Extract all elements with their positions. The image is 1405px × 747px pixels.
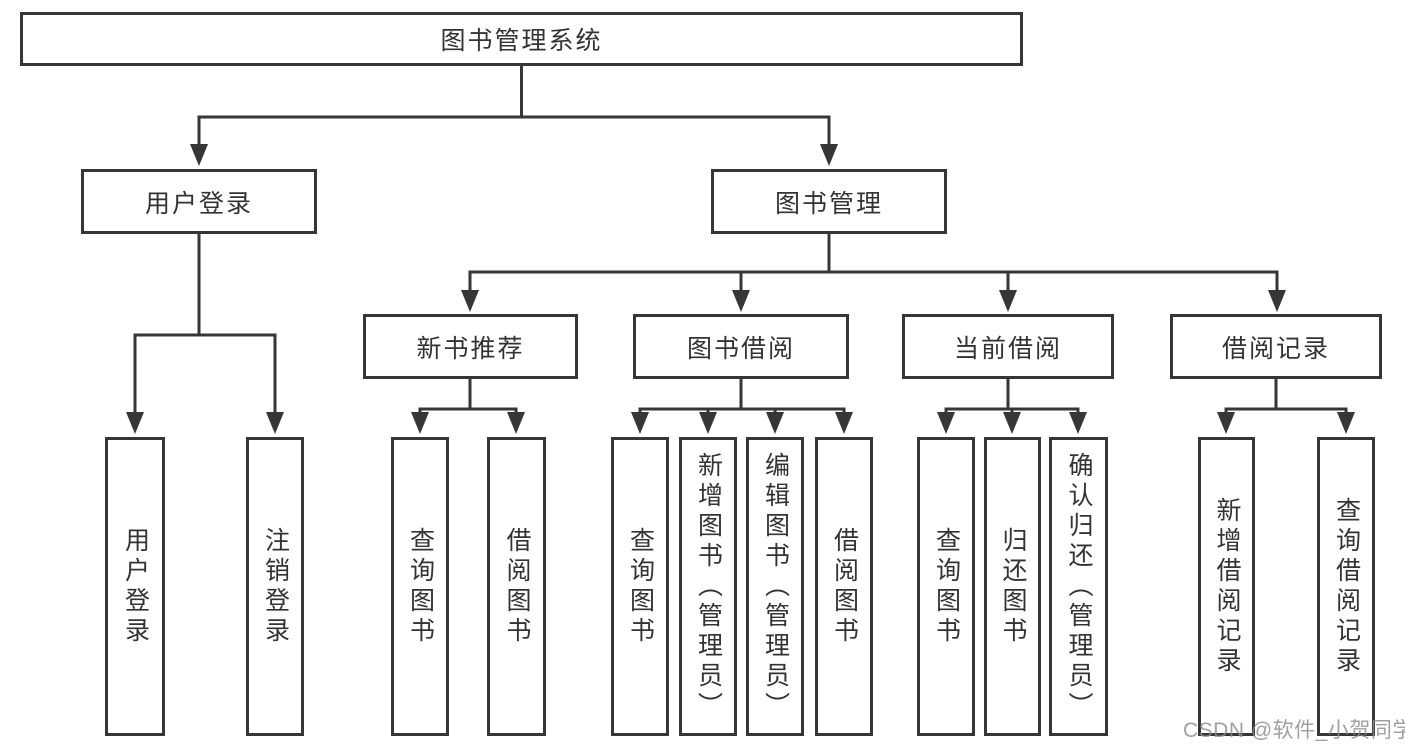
node-library-management-system: 图书管理系统 xyxy=(20,12,1023,66)
node-borrowing-records: 借阅记录 xyxy=(1170,314,1382,379)
arrowhead-icon xyxy=(820,144,838,166)
connector-book-borrowing-children xyxy=(638,377,846,414)
leaf-query-books-current: 查询图书 xyxy=(917,437,975,736)
connector-root-to-level2 xyxy=(197,64,831,146)
arrowhead-icon xyxy=(126,412,144,434)
arrowhead-icon xyxy=(999,290,1017,312)
leaf-add-books-admin: 新增图书（管理员） xyxy=(679,437,737,736)
leaf-logout: 注销登录 xyxy=(246,437,304,736)
arrowhead-icon xyxy=(937,412,955,434)
leaf-return-books: 归还图书 xyxy=(984,437,1041,736)
arrowhead-icon xyxy=(1268,290,1286,312)
leaf-query-books-recommend: 查询图书 xyxy=(391,437,449,736)
connector-current-borrowing-children xyxy=(944,377,1080,414)
arrowhead-icon xyxy=(732,290,750,312)
arrowhead-icon xyxy=(1217,412,1235,434)
arrowhead-icon xyxy=(631,412,649,434)
csdn-watermark: CSDN @软件_小贺同学 xyxy=(1183,719,1405,742)
leaf-borrow-books-recommend: 借阅图书 xyxy=(487,437,546,736)
arrowhead-icon xyxy=(835,412,853,434)
leaf-edit-books-admin: 编辑图书（管理员） xyxy=(746,437,804,736)
arrowhead-icon xyxy=(190,144,208,166)
node-book-management: 图书管理 xyxy=(711,169,947,234)
connector-borrow-records-children xyxy=(1224,377,1348,414)
arrowhead-icon xyxy=(1337,412,1355,434)
leaf-user-login: 用户登录 xyxy=(105,437,165,736)
arrowhead-icon xyxy=(266,412,284,434)
leaf-borrow-books-borrowing: 借阅图书 xyxy=(815,437,873,736)
connector-user-login-children xyxy=(133,232,277,414)
arrowhead-icon xyxy=(1003,412,1021,434)
node-book-borrowing: 图书借阅 xyxy=(633,314,849,379)
leaf-query-borrow-record: 查询借阅记录 xyxy=(1317,437,1375,736)
arrowhead-icon xyxy=(699,412,717,434)
connector-new-book-children xyxy=(418,377,518,414)
arrowhead-icon xyxy=(1069,412,1087,434)
arrowhead-icon xyxy=(766,412,784,434)
node-user-login: 用户登录 xyxy=(81,169,317,234)
leaf-query-books-borrowing: 查询图书 xyxy=(611,437,669,736)
node-new-book-recommendation: 新书推荐 xyxy=(363,314,578,379)
arrowhead-icon xyxy=(411,412,429,434)
node-current-borrowing: 当前借阅 xyxy=(902,314,1114,379)
arrowhead-icon xyxy=(507,412,525,434)
arrowhead-icon xyxy=(461,290,479,312)
leaf-confirm-return-admin: 确认归还（管理员） xyxy=(1049,437,1108,736)
leaf-add-borrow-record: 新增借阅记录 xyxy=(1198,437,1255,736)
connector-book-management-children xyxy=(468,232,1279,292)
